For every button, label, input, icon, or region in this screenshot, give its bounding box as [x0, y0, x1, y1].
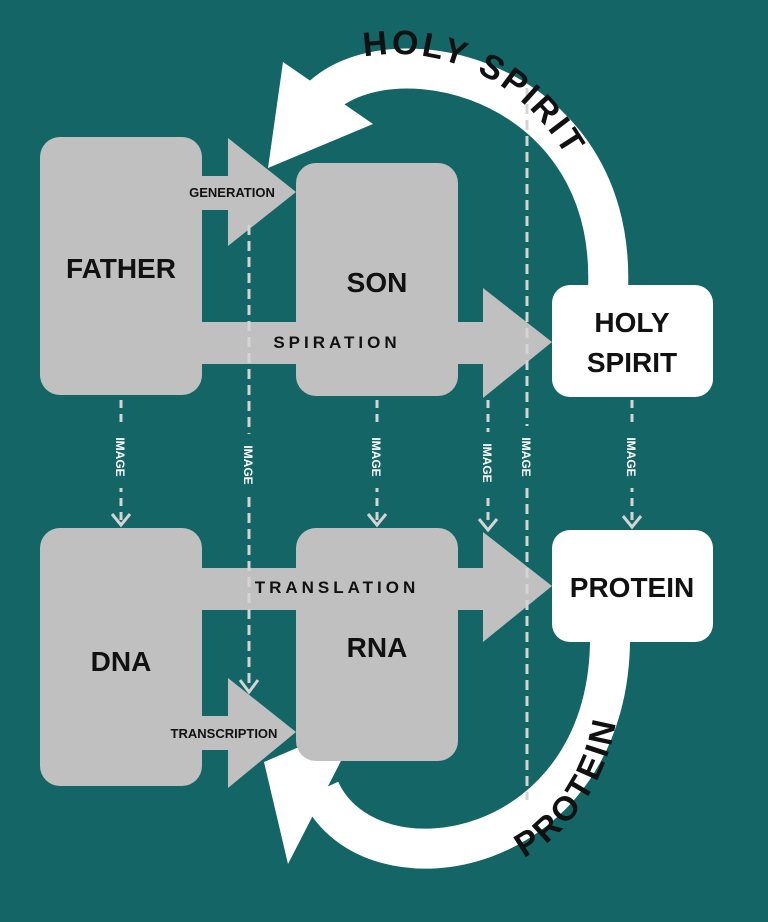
father-label: FATHER [66, 253, 176, 284]
image-label-father-dna: IMAGE [113, 437, 127, 476]
son-to-rna-arrowhead [366, 513, 388, 528]
dna-box [40, 528, 202, 786]
image-label-spirit-protein-ring: IMAGE [519, 437, 533, 476]
rna-label: RNA [347, 632, 408, 663]
spiration-to-translation-arrowhead [477, 518, 499, 533]
generation-arrow [200, 138, 296, 246]
spirit-to-protein-arrowhead [516, 802, 538, 818]
ring-label-protein: PROTEIN [508, 714, 625, 866]
father-to-dna-arrowhead [110, 513, 132, 528]
holy-spirit-label-line2: SPIRIT [587, 347, 677, 378]
image-label-holy-spirit-protein: IMAGE [624, 437, 638, 476]
image-label-son-rna: IMAGE [369, 437, 383, 476]
transcription-label: TRANSCRIPTION [171, 726, 278, 741]
image-label-generation-transcription: IMAGE [241, 445, 255, 484]
transcription-arrow [200, 678, 296, 788]
protein-label: PROTEIN [570, 572, 694, 603]
father-box [40, 137, 202, 395]
generation-label: GENERATION [189, 185, 275, 200]
generation-to-transcription-arrowhead [238, 679, 260, 695]
holy-spirit-ring-arrow [268, 48, 629, 291]
holy-spirit-label-line1: HOLY [594, 307, 670, 338]
holy-spirit-to-protein-arrowhead [621, 515, 643, 530]
translation-label: TRANSLATION [255, 578, 420, 597]
spiration-label: SPIRATION [273, 333, 400, 352]
son-label: SON [347, 267, 408, 298]
image-label-spiration-translation: IMAGE [480, 443, 494, 482]
rna-box [296, 528, 458, 761]
son-box [296, 163, 458, 396]
protein-box [552, 530, 713, 642]
dna-label: DNA [91, 646, 152, 677]
holy-spirit-box [552, 285, 713, 397]
